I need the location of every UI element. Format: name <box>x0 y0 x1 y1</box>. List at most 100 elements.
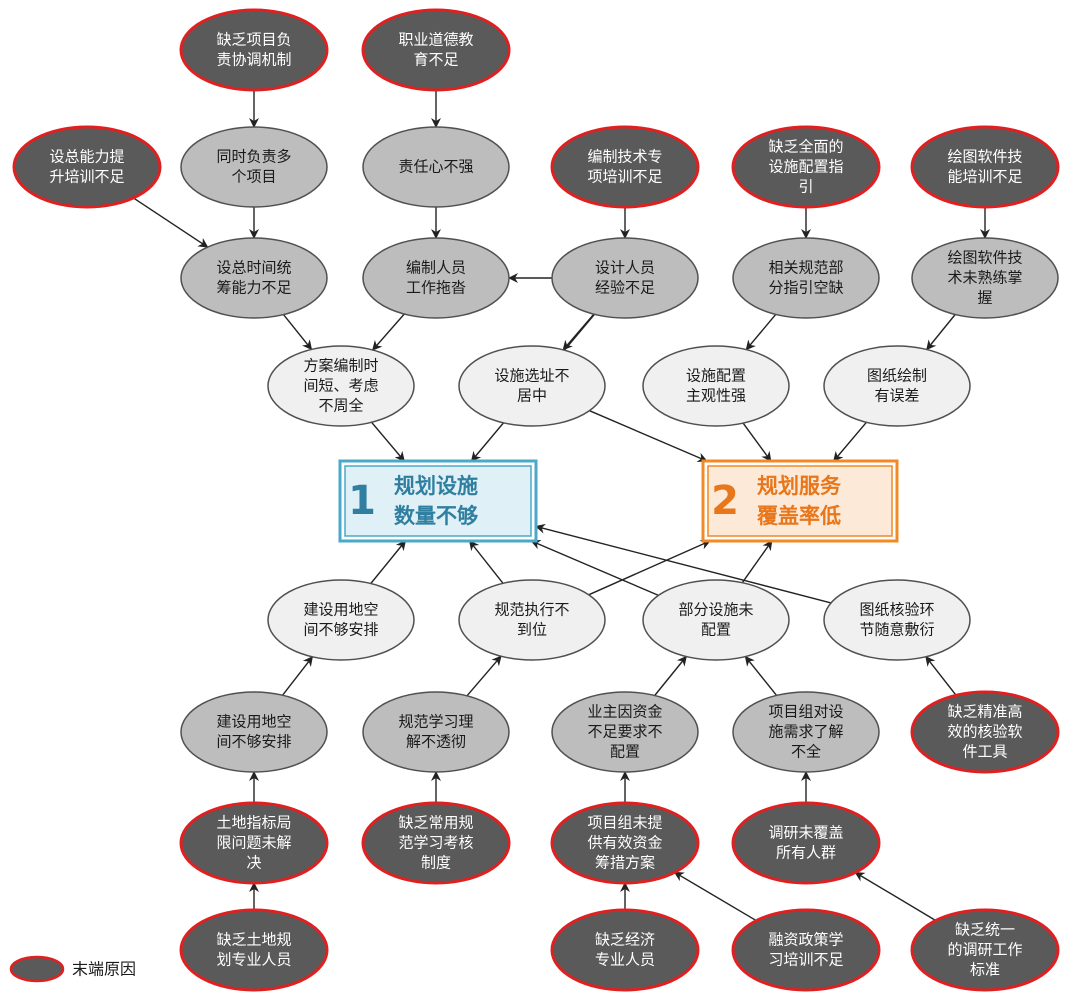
problem-label-line: 覆盖率低 <box>757 504 841 528</box>
edge-n25-to-n20 <box>744 655 778 696</box>
cause-label-line: 设总时间统 <box>216 259 291 277</box>
cause-label-line: 调研未覆盖 <box>768 824 843 842</box>
edge-n19-to-r2 <box>588 540 711 596</box>
cause-label-line: 项目组对设 <box>768 703 843 721</box>
cause-label-line: 缺乏全面的 <box>768 138 843 156</box>
edge-n19-to-r1 <box>468 540 504 584</box>
cause-label-line: 专业人员 <box>595 951 655 969</box>
mid-cause-ellipse <box>732 691 880 773</box>
edge-n10-to-n14 <box>372 313 405 351</box>
mid-cause-ellipse <box>362 126 510 208</box>
cause-label-line: 部分设施未 <box>678 601 753 619</box>
terminal-cause-ellipse <box>179 801 329 885</box>
cause-label-line: 有误差 <box>874 387 919 405</box>
mid-cause-ellipse <box>180 237 328 319</box>
light-cause-ellipse <box>642 579 790 661</box>
light-cause-ellipse <box>823 579 971 661</box>
edge-n20-to-r1 <box>530 539 659 597</box>
cause-node-n5: 责任心不强 <box>362 126 510 208</box>
cause-label-line: 供有效资金 <box>587 834 662 852</box>
cause-label-line: 划专业人员 <box>216 951 291 969</box>
cause-label-line: 工作拖沓 <box>406 279 466 297</box>
cause-label-line: 间不够安排 <box>303 621 378 639</box>
edge-n14-to-r1 <box>371 421 405 462</box>
cause-label-line: 建设用地空 <box>216 713 291 731</box>
cause-label-line: 编制人员 <box>406 259 466 277</box>
mid-cause-ellipse <box>911 237 1059 319</box>
terminal-cause-ellipse <box>910 908 1060 992</box>
terminal-cause-ellipse <box>179 8 329 92</box>
cause-label-line: 土地指标局 <box>216 814 291 832</box>
mid-cause-ellipse <box>180 126 328 208</box>
cause-label-line: 施需求了解 <box>768 723 843 741</box>
terminal-cause-ellipse <box>910 690 1060 774</box>
cause-label-line: 图纸核验环 <box>859 601 934 619</box>
light-cause-ellipse <box>458 345 606 427</box>
edge-n20-to-r2 <box>741 540 773 584</box>
cause-label-line: 规范执行不 <box>494 601 569 619</box>
cause-label-line: 业主因资金 <box>587 703 662 721</box>
edge-n33-to-n29 <box>673 871 757 922</box>
cause-label-line: 居中 <box>517 387 547 405</box>
terminal-cause-ellipse <box>361 8 511 92</box>
cause-label-line: 节随意敷衍 <box>859 621 934 639</box>
terminal-cause-ellipse <box>179 908 329 992</box>
mid-cause-ellipse <box>180 691 328 773</box>
cause-label-line: 限问题未解 <box>216 834 291 852</box>
cause-label-line: 绘图软件技 <box>947 249 1022 267</box>
mid-cause-ellipse <box>362 237 510 319</box>
node-layer: 缺乏项目负责协调机制职业道德教育不足设总能力提升培训不足同时负责多个项目责任心不… <box>12 8 1060 992</box>
cause-label-line: 配置 <box>610 743 640 761</box>
light-cause-ellipse <box>267 579 415 661</box>
cause-label-line: 范学习考核 <box>398 834 473 852</box>
cause-label-line: 项目组未提 <box>587 814 662 832</box>
terminal-cause-ellipse <box>550 801 700 885</box>
cause-label-line: 间不够安排 <box>216 733 291 751</box>
cause-label-line: 缺乏常用规 <box>398 814 473 832</box>
edge-n18-to-r1 <box>370 540 407 584</box>
cause-label-line: 所有人群 <box>776 844 836 862</box>
edge-n15-to-r2 <box>589 410 708 463</box>
cause-label-line: 的调研工作 <box>947 941 1022 959</box>
cause-label-line: 职业道德教 <box>398 31 473 49</box>
cause-label-line: 相关规范部 <box>768 259 843 277</box>
problem-label-line: 规划服务 <box>757 474 842 498</box>
cause-label-line: 到位 <box>517 621 547 639</box>
cause-label-line: 决 <box>246 854 261 872</box>
cause-label-line: 缺乏经济 <box>595 931 655 949</box>
cause-label-line: 规范学习理 <box>398 713 473 731</box>
cause-label-line: 设施配置指 <box>768 158 843 176</box>
terminal-cause-ellipse <box>550 908 700 992</box>
cause-label-line: 设计人员 <box>595 259 655 277</box>
terminal-cause-ellipse <box>12 125 162 209</box>
light-cause-ellipse <box>458 579 606 661</box>
terminal-cause-ellipse <box>731 801 881 885</box>
problem-box-inner <box>344 465 532 537</box>
edge-n9-to-n14 <box>282 314 313 351</box>
light-cause-ellipse <box>823 345 971 427</box>
cause-label-line: 主观性强 <box>686 387 746 405</box>
cause-label-line: 握 <box>977 289 992 307</box>
cause-label-line: 筹措方案 <box>595 854 655 872</box>
